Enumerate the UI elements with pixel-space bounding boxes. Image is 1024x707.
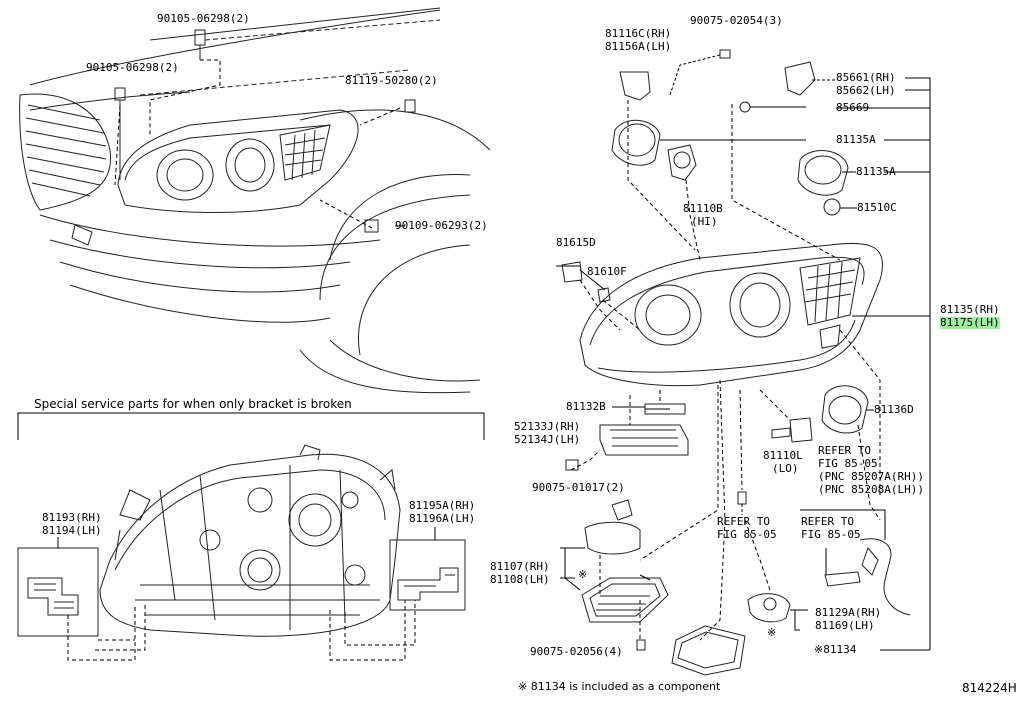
label-52133j: 52133J(RH)	[514, 420, 581, 433]
label-81510c: 81510C	[857, 201, 897, 214]
leader-lines-top-left	[115, 60, 405, 228]
label-85662: 85662(LH)	[836, 84, 896, 97]
label-81129a: 81129A(RH)	[815, 606, 882, 619]
vehicle-front-view	[20, 8, 490, 393]
label-81108: 81108(LH)	[490, 573, 550, 586]
label-90105-06298-top: 90105-06298(2)	[157, 12, 250, 25]
label-81132b: 81132B	[566, 400, 606, 413]
label-81175-lh-highlighted: 81175(LH)	[940, 316, 1000, 329]
label-81110l: 81110L	[763, 449, 803, 462]
label-81134: ※81134	[814, 643, 857, 656]
refer-note-1-line4: (PNC 85208A(LH))	[818, 483, 924, 496]
label-81135-rh: 81135(RH)	[940, 303, 1000, 316]
component-mark-81129a: ※	[767, 626, 777, 639]
label-81136d: 81136D	[874, 403, 914, 416]
label-81110b-hi: (HI)	[691, 215, 718, 228]
refer-note-1-line1: REFER TO	[818, 444, 871, 457]
label-81169: 81169(LH)	[815, 619, 875, 632]
label-90075-02056: 90075-02056(4)	[530, 645, 623, 658]
label-81135a-upper: 81135A	[836, 133, 876, 146]
label-81610f: 81610F	[587, 265, 627, 278]
component-mark-81107: ※	[578, 568, 588, 581]
headlamp-rear-view	[18, 445, 465, 636]
label-81119-50280: 81119-50280(2)	[345, 74, 438, 87]
refer-note-3-line1: REFER TO	[801, 515, 854, 528]
label-90075-02054: 90075-02054(3)	[690, 14, 783, 27]
label-85661: 85661(RH)	[836, 71, 896, 84]
leader-lines-right	[556, 55, 930, 650]
footnote: ※ 81134 is included as a component	[518, 680, 721, 693]
refer-note-1-line2: FIG 85-05	[818, 457, 878, 470]
refer-note-3-line2: FIG 85-05	[801, 528, 861, 541]
special-service-note: Special service parts for when only brac…	[34, 397, 352, 411]
label-90105-06298-left: 90105-06298(2)	[86, 61, 179, 74]
label-81135a-lower: 81135A	[856, 165, 896, 178]
figure-code: 814224H	[962, 681, 1017, 695]
label-81156a: 81156A(LH)	[605, 40, 672, 53]
bracket-leaders	[58, 527, 435, 660]
label-81107: 81107(RH)	[490, 560, 550, 573]
label-81615d: 81615D	[556, 236, 596, 249]
exploded-headlamp	[562, 50, 910, 675]
label-81195a: 81195A(RH)	[409, 499, 476, 512]
refer-note-1-line3: (PNC 85207A(RH))	[818, 470, 924, 483]
label-81194: 81194(LH)	[42, 524, 102, 537]
label-81110l-lo: (LO)	[772, 462, 799, 475]
label-81196a: 81196A(LH)	[409, 512, 476, 525]
refer-note-2-line2: FIG 85-05	[717, 528, 777, 541]
label-85669: 85669	[836, 101, 870, 114]
label-81116c: 81116C(RH)	[605, 27, 672, 40]
label-52134j: 52134J(LH)	[514, 433, 581, 446]
refer-note-2-line1: REFER TO	[717, 515, 770, 528]
label-81193: 81193(RH)	[42, 511, 102, 524]
label-81110b: 81110B	[683, 202, 723, 215]
label-90109-06293: 90109-06293(2)	[395, 219, 488, 232]
label-90075-01017: 90075-01017(2)	[532, 481, 625, 494]
bracket-section-frame	[18, 413, 484, 440]
